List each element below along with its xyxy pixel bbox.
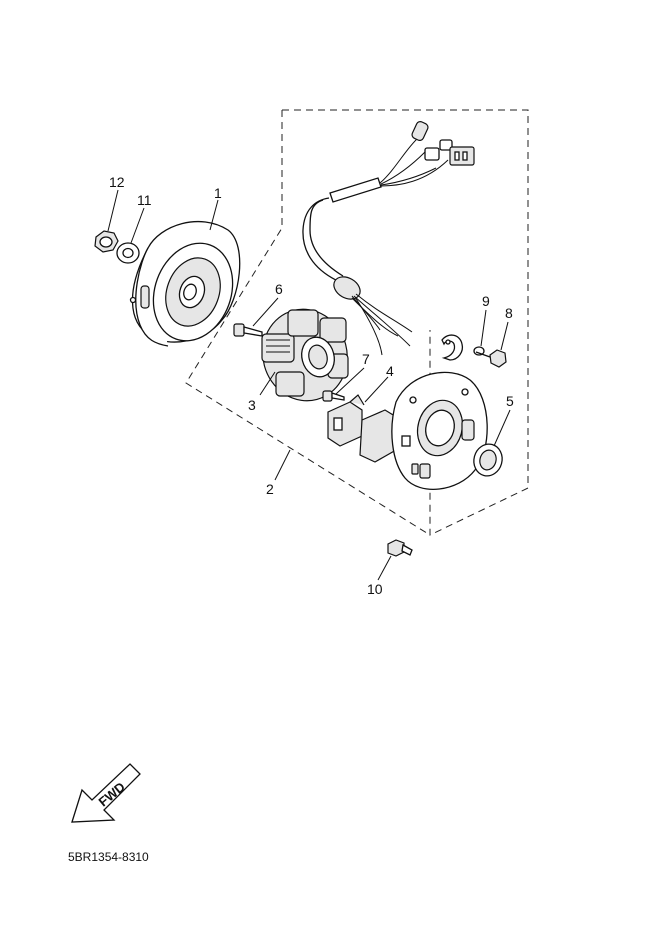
- leader-10: [377, 555, 392, 581]
- washer-screw-8[interactable]: [473, 346, 507, 368]
- callout-8: 8: [505, 305, 513, 321]
- rotor-flywheel-1[interactable]: [129, 221, 246, 352]
- callout-9: 9: [482, 293, 490, 309]
- callout-12: 12: [109, 174, 125, 190]
- leader-4: [364, 376, 389, 403]
- nut-12[interactable]: [94, 230, 119, 253]
- stator-plate[interactable]: [391, 371, 488, 490]
- callout-11: 11: [137, 192, 152, 208]
- pickup-coil-4[interactable]: [327, 394, 399, 463]
- cable-clamp-9[interactable]: [441, 334, 464, 361]
- washer-11[interactable]: [116, 242, 140, 264]
- leader-6: [252, 297, 279, 327]
- callout-7: 7: [362, 351, 370, 367]
- screw-6[interactable]: [233, 323, 263, 337]
- leader-3: [259, 371, 276, 396]
- callout-2: 2: [266, 481, 274, 497]
- callout-1: 1: [214, 185, 222, 201]
- callout-5: 5: [506, 393, 514, 409]
- screw-10[interactable]: [387, 539, 413, 557]
- wire-harness[interactable]: [302, 120, 475, 356]
- callout-3: 3: [248, 397, 256, 413]
- leader-11: [130, 207, 145, 244]
- callout-4: 4: [386, 363, 394, 379]
- leader-5: [493, 409, 511, 447]
- diagram-code: 5BR1354-8310: [68, 850, 149, 864]
- screw-7[interactable]: [322, 390, 345, 402]
- callout-6: 6: [275, 281, 283, 297]
- leader-12: [107, 189, 119, 232]
- leader-7: [335, 367, 365, 395]
- oil-seal-5[interactable]: [470, 441, 505, 479]
- leader-8: [500, 321, 509, 351]
- forward-direction-arrow: FWD: [71, 763, 141, 823]
- leader-1: [209, 199, 219, 231]
- assembly-boundary: [185, 109, 529, 536]
- stator-coil-3[interactable]: [253, 300, 358, 411]
- leader-9: [480, 309, 487, 347]
- callout-10: 10: [367, 581, 383, 597]
- leader-2: [274, 449, 291, 481]
